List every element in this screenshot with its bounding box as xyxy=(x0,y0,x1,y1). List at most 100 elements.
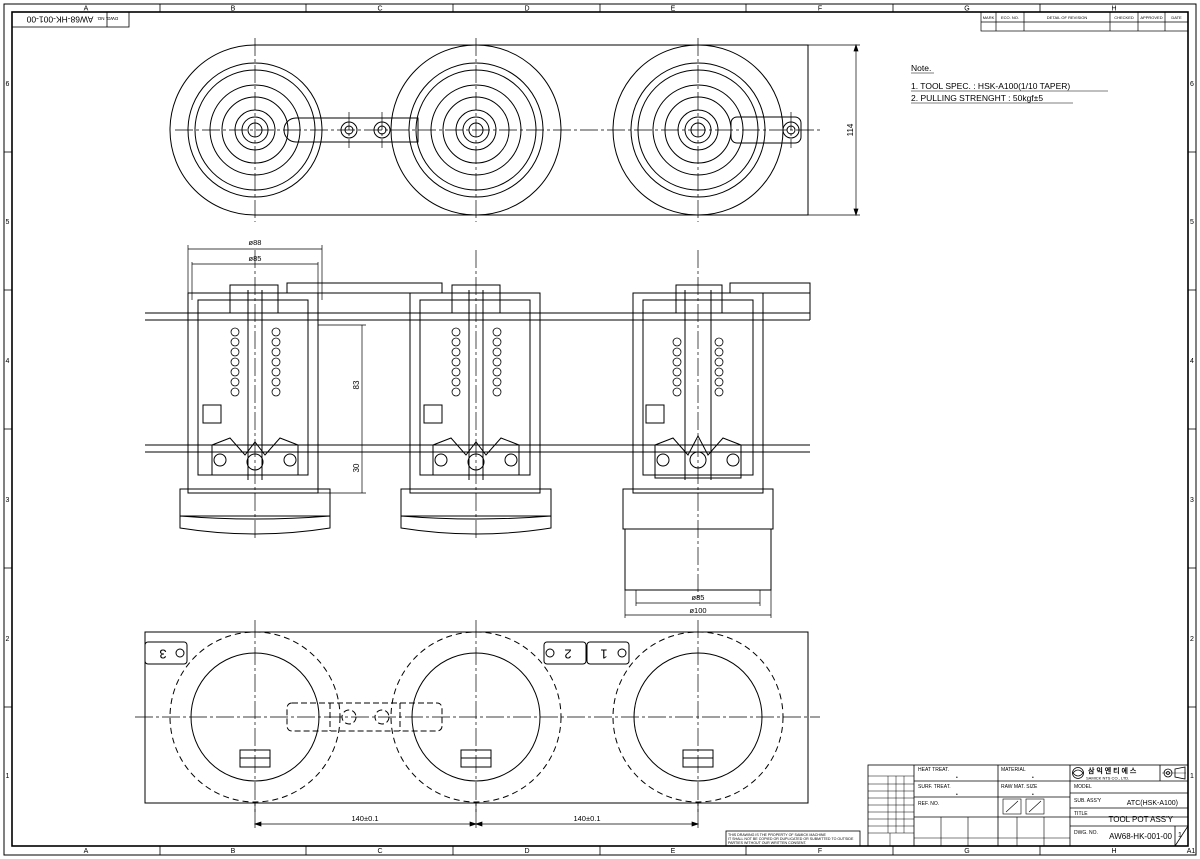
note-line-2: 2. PULLING STRENGHT : 50kgf±5 xyxy=(911,93,1043,103)
notes: Note. 1. TOOL SPEC. : HSK-A100(1/10 TAPE… xyxy=(911,63,1108,104)
bottom-number-plates xyxy=(144,641,630,665)
zone-col-top-d: D xyxy=(524,6,529,13)
zone-col-top-c: C xyxy=(377,6,382,13)
tb-material-dot: • xyxy=(1032,775,1034,781)
zone-col-top-a: A xyxy=(84,6,89,13)
dim-114-lines xyxy=(808,43,860,217)
top-view xyxy=(169,38,860,222)
zone-col-bottom-b: B xyxy=(231,848,236,855)
rev-header-approved: APPROVED xyxy=(1140,15,1162,20)
projection-symbol-icon xyxy=(1162,766,1186,780)
tb-company-kr: 삼 익 엔 티 에 스 xyxy=(1088,766,1137,775)
dim-140-lines xyxy=(253,803,700,828)
tb-confidential-1: THIS DRAWING IS THE PROPERTY OF SAMICK M… xyxy=(728,833,827,837)
top-view-outline xyxy=(169,44,809,216)
top-view-link-bar xyxy=(283,117,419,143)
zone-row-left-3: 3 xyxy=(6,497,10,504)
bottom-view-plate xyxy=(144,631,809,804)
dim-dia-85-top-label: ø85 xyxy=(249,254,262,263)
dim-pitch-left-label: 140±0.1 xyxy=(351,814,378,823)
zone-row-left-5: 5 xyxy=(6,219,10,226)
zone-row-right-6: 6 xyxy=(1190,81,1194,88)
side-pot-3 xyxy=(179,284,331,535)
dwg-number-stamp: AW68-HK-001-00 DWG. NO. xyxy=(11,11,130,28)
title-block xyxy=(725,764,1189,847)
zone-row-right-1: 1 xyxy=(1190,773,1194,780)
bottom-view-centerlines xyxy=(135,620,820,812)
tb-ref-no-label: REF. NO. xyxy=(918,801,939,807)
dim-114-label: 114 xyxy=(846,123,855,136)
company-logo-icon xyxy=(1072,767,1084,779)
revision-table xyxy=(980,11,1189,32)
zone-row-right-4: 4 xyxy=(1190,358,1194,365)
notes-heading: Note. xyxy=(911,63,931,73)
tb-heat-treat-dot: • xyxy=(956,775,958,781)
stamp-dwg-label: DWG. NO. xyxy=(97,16,119,21)
pot-label-2: 2 xyxy=(564,647,571,662)
checker-boxes xyxy=(914,798,1070,846)
zone-columns: A B C D E F G H A B C D E F G H xyxy=(84,4,1117,855)
tb-surf-treat-label: SURF. TREAT. xyxy=(918,784,951,790)
zone-row-left-6: 6 xyxy=(6,81,10,88)
zone-col-top-h: H xyxy=(1111,6,1116,13)
zone-col-bottom-c: C xyxy=(377,848,382,855)
pot-label-1: 1 xyxy=(600,647,607,662)
zone-row-left-4: 4 xyxy=(6,358,10,365)
stamp-dwg-number: AW68-HK-001-00 xyxy=(26,15,93,25)
tb-confidential-2: IT SHALL NOT BE COPIED OR DUPLICATED OR … xyxy=(728,837,854,841)
zone-row-right-5: 5 xyxy=(1190,219,1194,226)
zone-col-top-f: F xyxy=(818,6,822,13)
corner-mark: A1 xyxy=(1187,848,1196,855)
zone-col-bottom-g: G xyxy=(964,848,969,855)
zone-row-left-1: 1 xyxy=(6,773,10,780)
dim-dia-bottom-lines xyxy=(624,590,772,618)
tb-heat-treat-label: HEAT TREAT. xyxy=(918,767,949,773)
tb-raw-mat-dot: • xyxy=(1032,792,1034,798)
tb-title-label: TITLE xyxy=(1074,811,1088,817)
pot-number-labels: 3 2 1 xyxy=(159,647,607,662)
zone-col-top-b: B xyxy=(231,6,236,13)
tb-sub-assy-value: ATC(HSK-A100) xyxy=(1127,800,1178,807)
tb-confidential-3: PARTIES WITHOUT OUR WRITTEN CONSENT. xyxy=(728,841,806,845)
zone-col-bottom-h: H xyxy=(1111,848,1116,855)
side-view-rails xyxy=(145,282,811,453)
side-view xyxy=(145,245,811,618)
top-view-centerlines xyxy=(175,38,820,222)
company-logo-swirl xyxy=(1072,769,1084,777)
revision-headers: MARK ECO. NO. DETAIL OF REVISION CHECKED… xyxy=(983,15,1182,20)
tb-title-value: TOOL POT ASS'Y xyxy=(1108,815,1173,824)
tb-material-label: MATERIAL xyxy=(1001,767,1026,773)
tb-sheet-number: 1 xyxy=(1178,832,1182,839)
note-line-1: 1. TOOL SPEC. : HSK-A100(1/10 TAPER) xyxy=(911,81,1070,91)
dim-30-label: 30 xyxy=(352,463,361,472)
dim-dia-top-lines xyxy=(187,245,323,300)
tb-dwg-no-label: DWG. NO. xyxy=(1074,830,1098,836)
dim-dia-88-label: ø88 xyxy=(249,238,262,247)
dim-dia-85-bottom-label: ø85 xyxy=(692,593,705,602)
bottom-view xyxy=(135,620,820,828)
side-pot-1 xyxy=(622,284,774,591)
zone-col-bottom-e: E xyxy=(671,848,676,855)
rev-header-eco: ECO. NO. xyxy=(1001,15,1019,20)
tb-company-en: SAMICK NTS CO., LTD. xyxy=(1086,776,1129,781)
zone-col-bottom-f: F xyxy=(818,848,822,855)
rev-header-detail: DETAIL OF REVISION xyxy=(1047,15,1088,20)
dim-83-30-lines xyxy=(318,324,366,494)
side-view-centerlines xyxy=(254,250,699,600)
zone-col-top-e: E xyxy=(671,6,676,13)
zone-row-right-2: 2 xyxy=(1190,636,1194,643)
zone-rows: 6 5 4 3 2 1 6 5 4 3 2 1 A1 xyxy=(4,81,1196,855)
zone-col-bottom-a: A xyxy=(84,848,89,855)
tb-dwg-no-value: AW68-HK-001-00 xyxy=(1109,832,1172,841)
zone-col-top-g: G xyxy=(964,6,969,13)
zone-col-bottom-d: D xyxy=(524,848,529,855)
dim-dia-100-label: ø100 xyxy=(689,606,706,615)
title-block-text: HEAT TREAT. MATERIAL SURF. TREAT. RAW MA… xyxy=(728,766,1182,845)
rev-header-mark: MARK xyxy=(983,15,995,20)
rev-header-date: DATE xyxy=(1171,15,1182,20)
outer-border xyxy=(3,3,1197,856)
tb-raw-mat-size-label: RAW MAT. SIZE xyxy=(1001,784,1038,790)
dim-83-label: 83 xyxy=(352,380,361,389)
tb-model-label: MODEL xyxy=(1074,784,1092,790)
